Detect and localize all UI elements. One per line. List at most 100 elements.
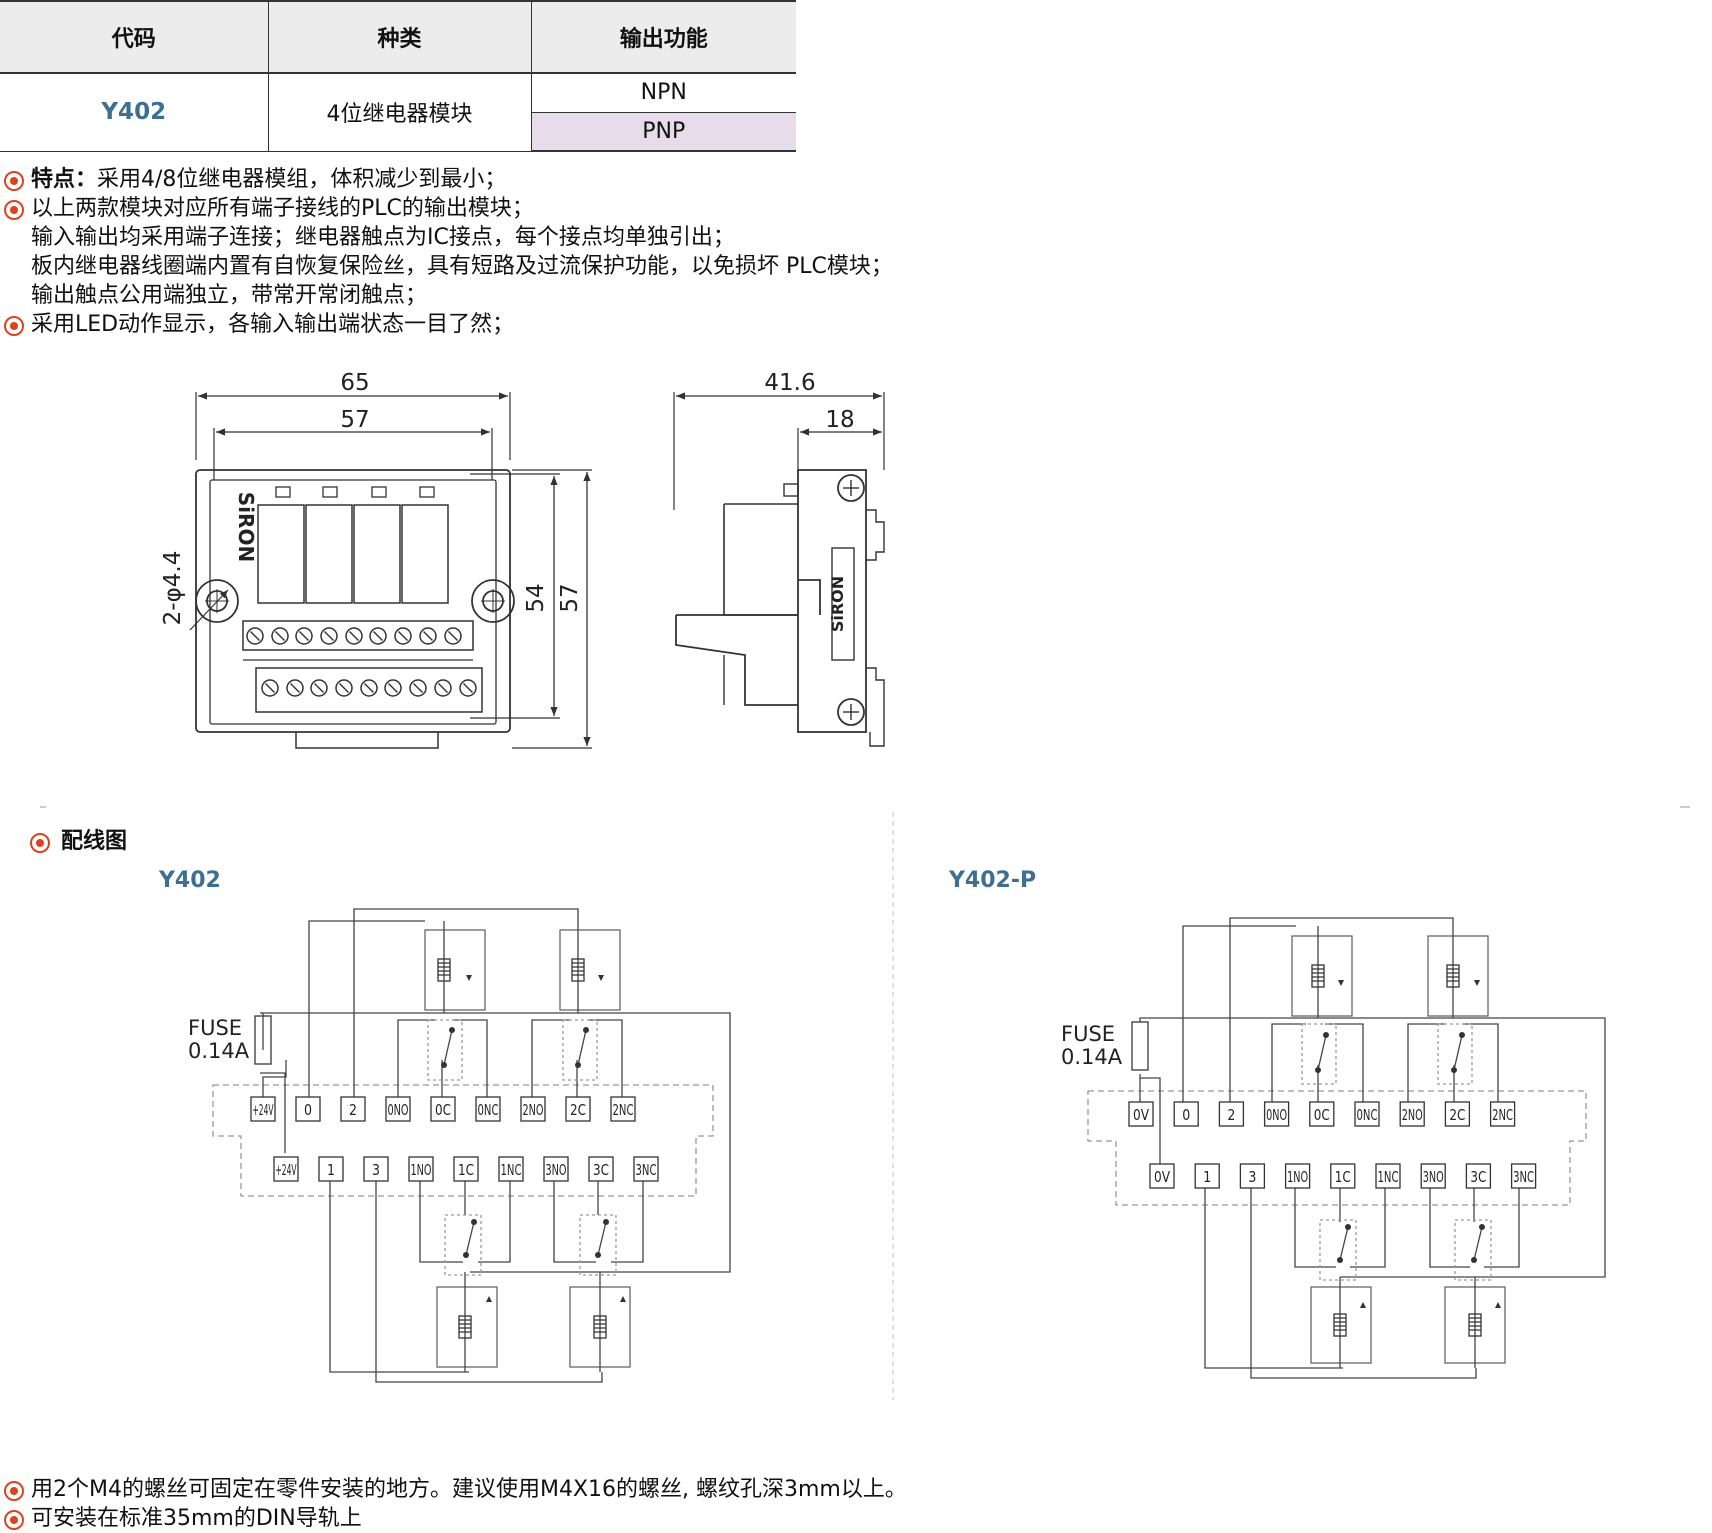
feature-list: 特点：采用4/8位继电器模组，体积减少到最小； 以上两款模块对应所有端子接线的P… (0, 165, 893, 339)
dim-57-height: 57 (557, 583, 583, 612)
terminal-box (520, 1096, 546, 1122)
terminal-label: 3NC (1513, 1168, 1534, 1186)
bullet-icon (4, 171, 24, 191)
terminal-label: 2NO (1402, 1106, 1423, 1124)
terminal-label: 0V (1154, 1168, 1171, 1186)
terminal-label: 3 (1248, 1168, 1256, 1186)
fuse-rating: 0.14A (1061, 1045, 1123, 1069)
terminal-label: 1NO (411, 1161, 432, 1179)
terminal-label: 0NC (478, 1101, 499, 1119)
bullet-icon (4, 1510, 24, 1530)
terminal-label: 1 (1203, 1168, 1211, 1186)
fuse-label: FUSE (188, 1016, 242, 1040)
terminal-box (1444, 1101, 1471, 1127)
dim-41-6: 41.6 (764, 370, 815, 396)
terminal-label: 2 (349, 1101, 357, 1119)
bullet-icon (4, 316, 24, 336)
terminal-box (408, 1156, 434, 1182)
feature-text: 板内继电器线圈端内置有自恢复保险丝，具有短路及过流保护功能，以免损坏 PLC模块… (31, 254, 893, 279)
terminal-label: 3NO (546, 1161, 567, 1179)
product-type: 4位继电器模块 (267, 72, 532, 152)
bullet-icon (4, 1481, 24, 1501)
bullet-icon (4, 200, 24, 220)
terminal-box (295, 1096, 321, 1122)
terminal-label: 0 (1182, 1106, 1190, 1124)
feature-text: 输入输出均采用端子连接；继电器触点为IC接点，每个接点均单独引出； (31, 225, 735, 250)
terminal-label: 3C (593, 1161, 609, 1179)
terminal-label: 3C (1470, 1168, 1486, 1186)
terminal-label: +24V (276, 1161, 297, 1179)
terminal-box (385, 1096, 411, 1122)
terminal-box (1263, 1101, 1290, 1127)
terminal-label: 3NO (1423, 1168, 1444, 1186)
terminal-label: 1NO (1287, 1168, 1308, 1186)
terminal-box (1309, 1101, 1335, 1127)
notes-list: 用2个M4的螺丝可固定在零件安装的地方。建议使用M4X16的螺丝, 螺纹孔深3m… (0, 1475, 907, 1533)
terminal-box (1489, 1101, 1516, 1127)
terminal-label: 2 (1227, 1106, 1235, 1124)
feature-line: 采用LED动作显示，各输入输出端状态一目了然； (0, 310, 893, 339)
wiring-diagram-y402-p: FUSE 0.14A (1061, 917, 1606, 1379)
terminal-box (1284, 1163, 1311, 1189)
terminal-label: +24V (253, 1101, 274, 1119)
wiring-heading-text: 配线图 (61, 829, 128, 854)
feature-line: 输出触点公用端独立，带常开常闭触点； (0, 281, 893, 310)
feature-label: 特点： (31, 167, 98, 192)
terminal-label: 2NO (523, 1101, 544, 1119)
feature-line: 以上两款模块对应所有端子接线的PLC的输出模块； (0, 194, 893, 223)
terminal-box (1399, 1101, 1425, 1127)
diagram-label-y402: Y402 (159, 868, 221, 893)
terminal-label: 0 (304, 1101, 312, 1119)
terminal-label: 3NC (636, 1161, 657, 1179)
note-line: 可安装在标准35mm的DIN导轨上 (0, 1504, 907, 1533)
wiring-heading: 配线图 (30, 827, 127, 857)
output-pnp: PNP (531, 111, 796, 152)
wiring-diagram-y402: FUSE 0.14A (188, 908, 731, 1383)
terminal-box (250, 1096, 276, 1122)
feature-text: 采用4/8位继电器模组，体积减少到最小； (97, 167, 507, 192)
terminal-box (1239, 1163, 1266, 1189)
header-code: 代码 (0, 0, 269, 74)
terminal-label: 0NO (388, 1101, 409, 1119)
terminal-label: 3 (372, 1161, 380, 1179)
terminal-box (1354, 1101, 1380, 1127)
terminal-label: 2NC (1492, 1106, 1513, 1124)
feature-text: 以上两款模块对应所有端子接线的PLC的输出模块； (31, 196, 534, 221)
terminal-box (1194, 1163, 1220, 1189)
dim-57-width: 57 (340, 407, 369, 433)
note-text: 可安装在标准35mm的DIN导轨上 (31, 1506, 362, 1531)
feature-line: 输入输出均采用端子连接；继电器触点为IC接点，每个接点均单独引出； (0, 223, 893, 252)
terminal-box (588, 1156, 614, 1182)
terminal-label: 1 (327, 1161, 335, 1179)
spec-table: 代码 种类 输出功能 Y402 4位继电器模块 NPN PNP (0, 0, 796, 152)
terminal-label: 2C (1449, 1106, 1465, 1124)
terminal-box (453, 1156, 479, 1182)
terminal-label: 0C (435, 1101, 451, 1119)
terminal-box (1465, 1163, 1492, 1189)
terminal-label: 2NC (613, 1101, 634, 1119)
terminal-label: 1C (458, 1161, 474, 1179)
fuse-label: FUSE (1061, 1022, 1115, 1046)
terminal-box (1510, 1163, 1537, 1189)
terminal-label: 0V (1133, 1106, 1150, 1124)
terminal-box (273, 1156, 299, 1182)
terminal-label: 1NC (1378, 1168, 1399, 1186)
brand-logo-front: SiRON (234, 492, 258, 562)
terminal-screws (246, 627, 477, 697)
terminal-box (565, 1096, 591, 1122)
dim-18: 18 (825, 407, 854, 433)
hole-label: 2-φ4.4 (160, 551, 186, 626)
note-line: 用2个M4的螺丝可固定在零件安装的地方。建议使用M4X16的螺丝, 螺纹孔深3m… (0, 1475, 907, 1504)
bullet-icon (30, 833, 50, 853)
terminal-box (610, 1096, 636, 1122)
header-output: 输出功能 (530, 0, 796, 74)
terminal-box (633, 1156, 659, 1182)
terminal-box (1149, 1163, 1175, 1189)
terminal-label: 0NC (1357, 1106, 1378, 1124)
terminal-box (498, 1156, 524, 1182)
terminal-box (1128, 1101, 1154, 1127)
feature-line: 特点：采用4/8位继电器模组，体积减少到最小； (0, 165, 893, 194)
fuse-rating: 0.14A (188, 1039, 250, 1063)
dim-65: 65 (340, 370, 369, 396)
